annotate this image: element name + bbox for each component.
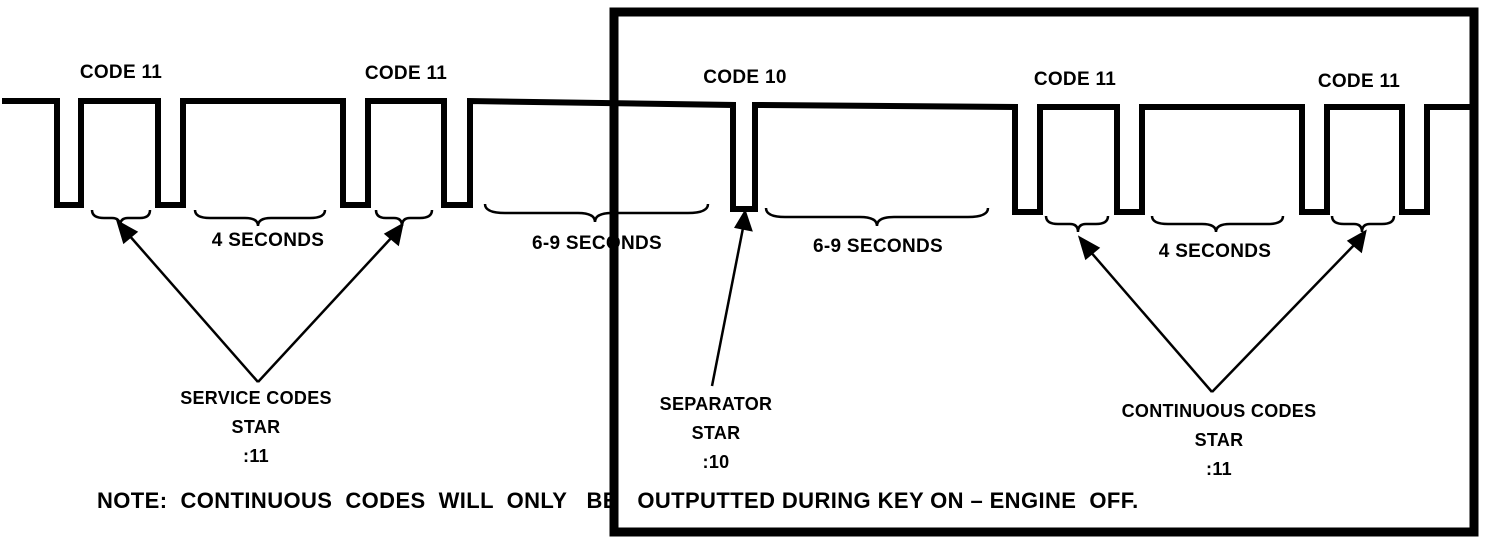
service-arrow-left [115,219,259,383]
code-label-1: CODE 11 [79,62,163,83]
continuous-arrow-left [1077,235,1213,393]
service-line-3: :11 [243,446,269,466]
continuous-line-1: CONTINUOUS CODES [1121,401,1317,421]
separator-arrow [710,209,753,387]
continuous-codes-box [609,7,1479,537]
continuous-line-2: STAR [1194,430,1244,450]
note-text: NOTE: CONTINUOUS CODES WILL ONLY BE OUTP… [97,488,1139,513]
brace-continuous-2 [1330,215,1396,233]
separator-callout: SEPARATOR STAR :10 [660,390,773,477]
brace-6-9-seconds-1 [483,203,710,223]
duration-label-3: 6-9 SECONDS [812,236,944,257]
duration-label-1: 4 SECONDS [211,230,325,251]
brace-service-2 [374,209,434,227]
continuous-codes-callout: CONTINUOUS CODES STAR :11 [1122,397,1317,484]
brace-continuous-1 [1044,215,1110,233]
separator-line-2: STAR [691,423,741,443]
brace-6-9-seconds-2 [764,207,990,227]
duration-label-2: 6-9 SECONDS [531,233,663,254]
service-line-2: STAR [231,417,281,437]
brace-4-seconds-2 [1150,215,1285,233]
pulse-waveform [2,97,1470,215]
code-label-3: CODE 10 [703,67,787,88]
service-codes-callout: SERVICE CODES STAR :11 [180,384,332,471]
continuous-line-3: :11 [1206,459,1232,479]
separator-line-3: :10 [702,452,730,472]
code-label-2: CODE 11 [364,63,448,84]
code-label-4: CODE 11 [1033,69,1117,90]
separator-line-1: SEPARATOR [659,394,773,414]
service-arrow-right [257,222,404,383]
brace-4-seconds-1 [193,209,327,227]
code-label-5: CODE 11 [1317,71,1401,92]
service-line-1: SERVICE CODES [180,388,332,408]
continuous-arrow-right [1211,229,1367,393]
duration-label-4: 4 SECONDS [1158,241,1272,262]
